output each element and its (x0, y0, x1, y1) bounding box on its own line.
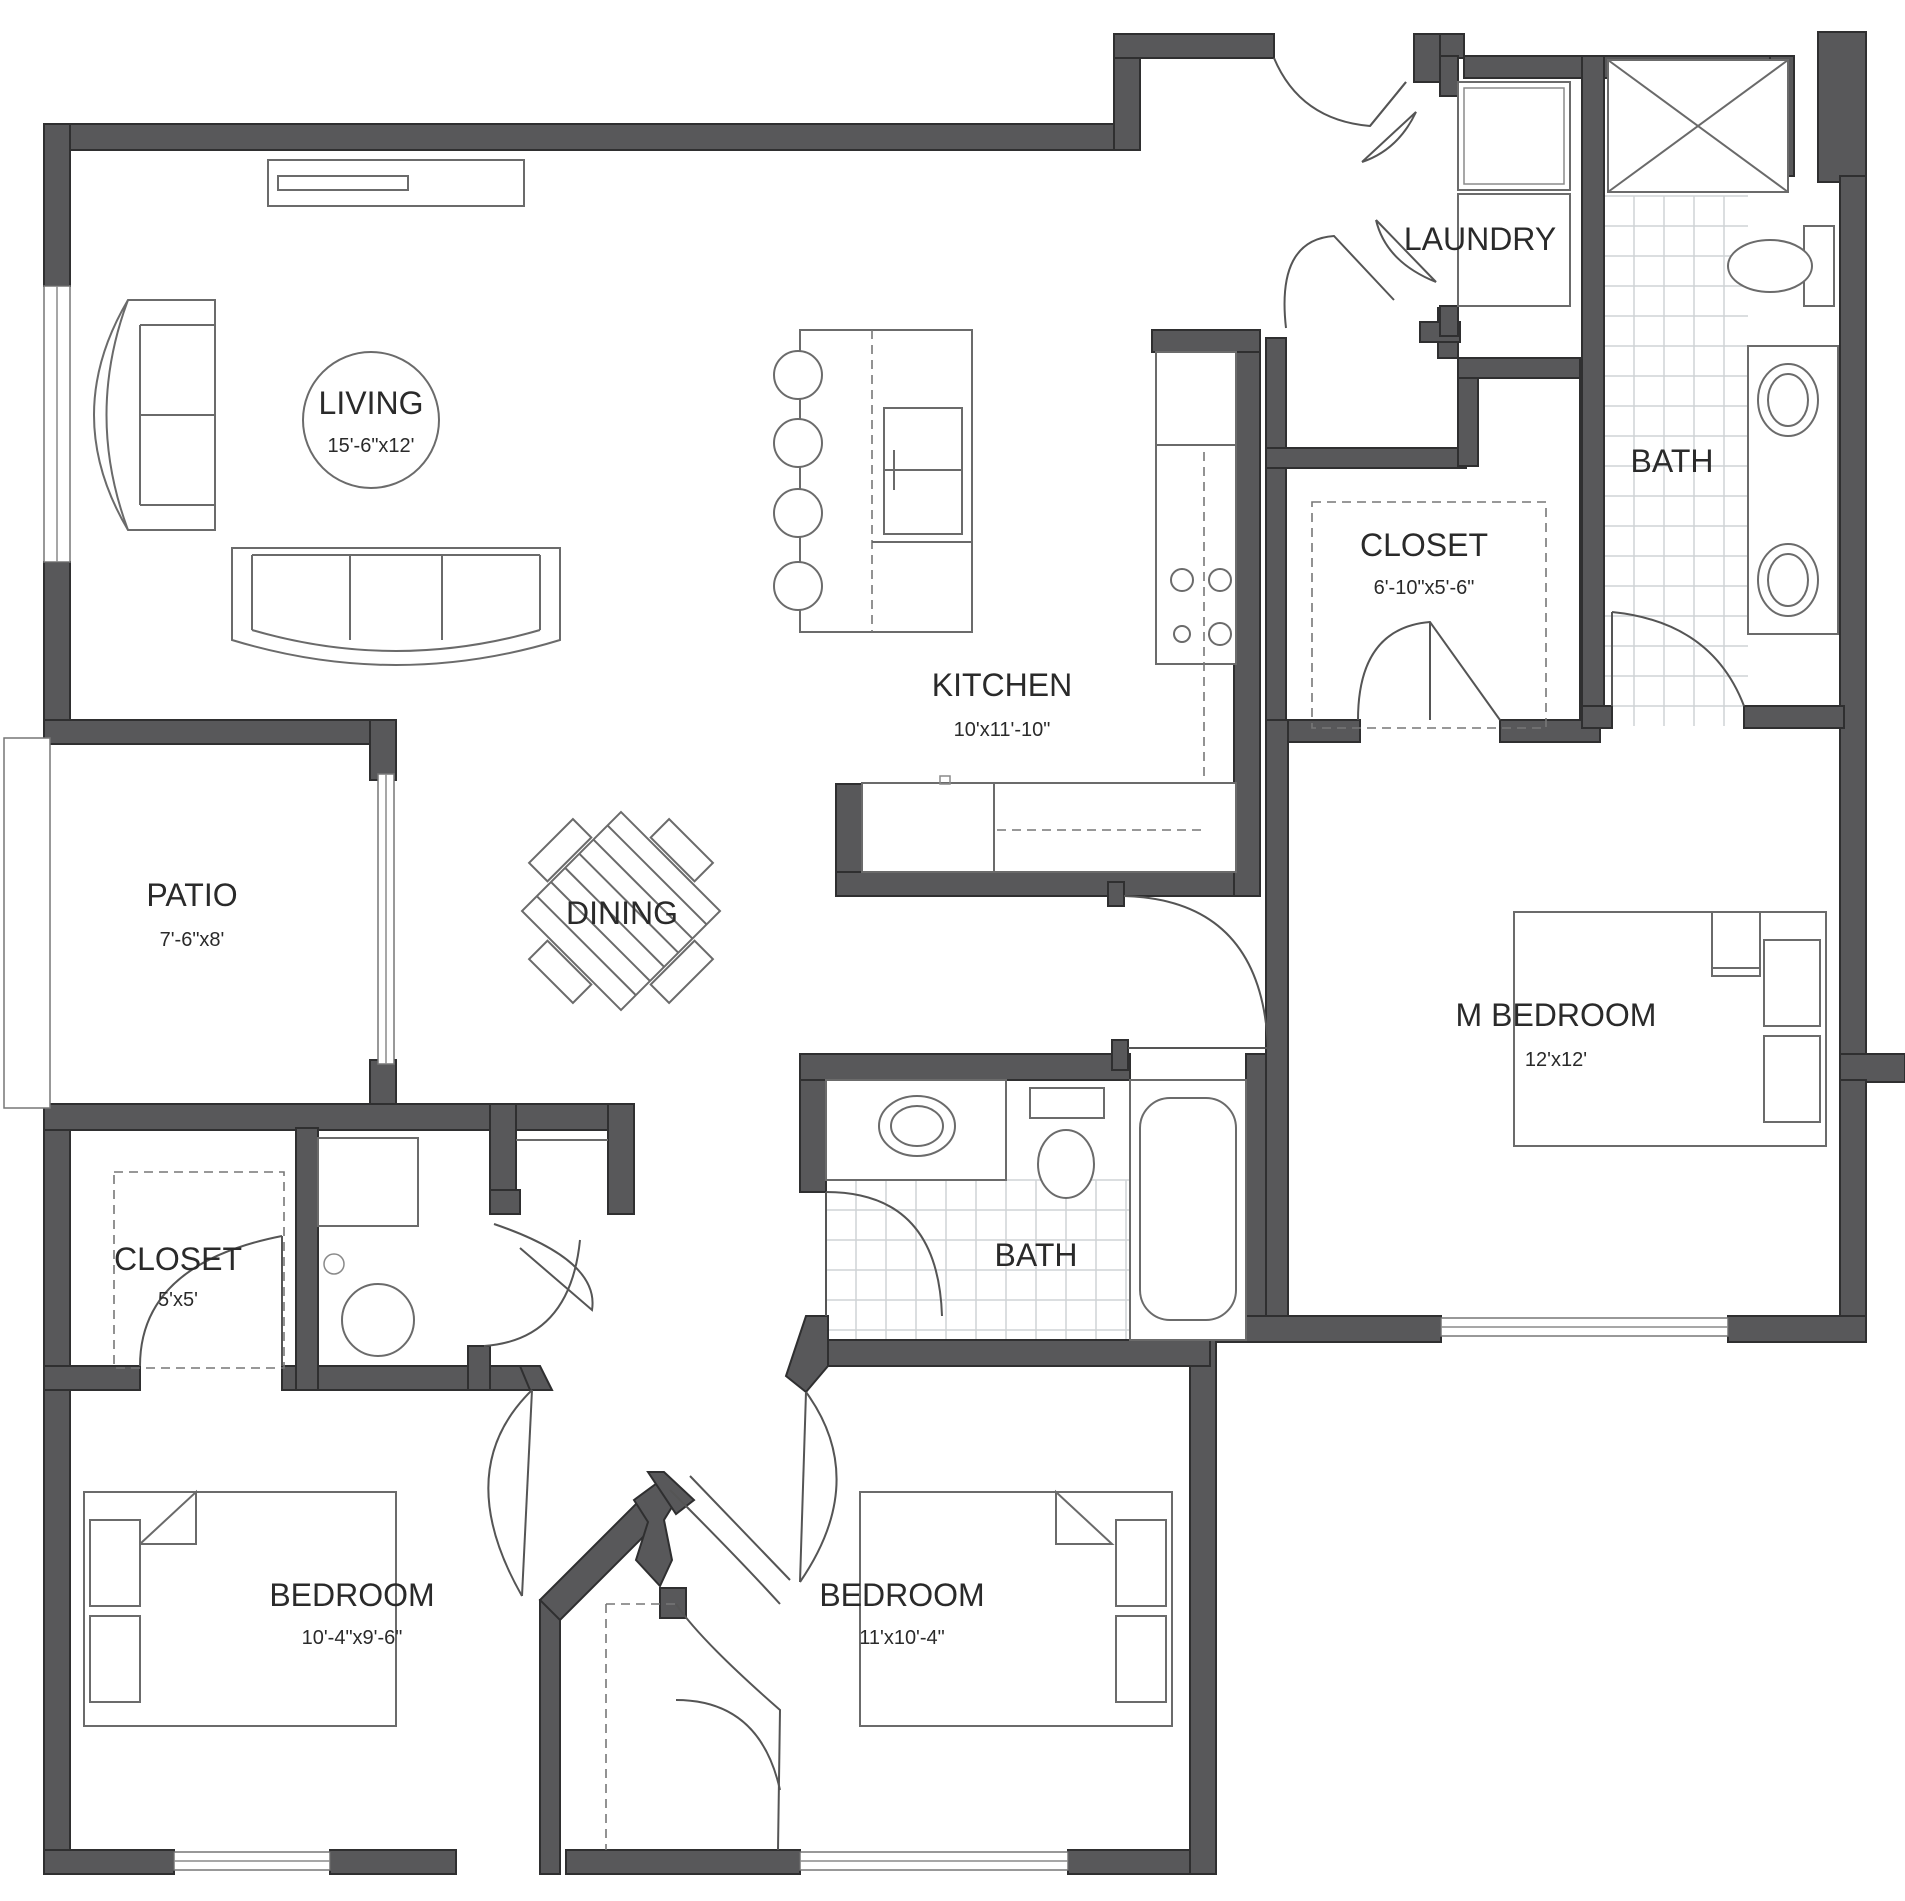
room-label-kitchen: KITCHEN (932, 667, 1072, 703)
room-label-small-closet: CLOSET (114, 1241, 242, 1277)
room-label-m-bedroom: M BEDROOM (1456, 997, 1657, 1033)
hall-bath-tile-floor (825, 1179, 1130, 1340)
walls (43, 31, 1905, 1875)
dining-table (520, 810, 722, 1012)
room-dims-master-closet: 6'-10"x5'-6" (1374, 577, 1475, 599)
room-dims-living: 15'-6"x12' (327, 435, 414, 457)
bed-bedroom-1 (83, 1489, 397, 1727)
room-label-master-bath: BATH (1631, 443, 1714, 479)
doors (139, 57, 1745, 1851)
bed-bedroom-2 (859, 1489, 1173, 1727)
room-dims-bedroom-1: 10'-4"x9'-6" (302, 1627, 403, 1649)
room-dims-patio: 7'-6"x8' (160, 929, 225, 951)
laundry-fixtures (1457, 81, 1571, 307)
room-label-patio: PATIO (146, 877, 237, 913)
hall-bath-fixtures (825, 1079, 1247, 1341)
kitchen-fixtures (773, 329, 1237, 873)
room-dims-kitchen: 10'x11'-10" (954, 719, 1051, 741)
room-labels: LIVING 15'-6"x12' KITCHEN 10'x11'-10" LA… (114, 221, 1714, 1649)
closets-detail (113, 501, 1547, 1850)
room-label-master-closet: CLOSET (1360, 527, 1488, 563)
master-bath-fixtures (1607, 59, 1839, 635)
room-label-dining: DINING (566, 895, 678, 931)
room-label-hall-bath: BATH (995, 1237, 1078, 1273)
living-furniture (93, 159, 561, 666)
room-dims-small-closet: 5'x5' (158, 1289, 198, 1311)
master-bath-tile-floor (1603, 195, 1748, 726)
room-dims-bedroom-2: 11'x10'-4" (859, 1627, 945, 1649)
bed-master (1513, 911, 1827, 1147)
room-dims-m-bedroom: 12'x12' (1525, 1049, 1587, 1071)
room-label-living: LIVING (319, 385, 424, 421)
room-label-bedroom-2: BEDROOM (819, 1577, 984, 1613)
room-label-laundry: LAUNDRY (1404, 221, 1556, 257)
windows (3, 285, 1729, 1871)
room-label-bedroom-1: BEDROOM (269, 1577, 434, 1613)
